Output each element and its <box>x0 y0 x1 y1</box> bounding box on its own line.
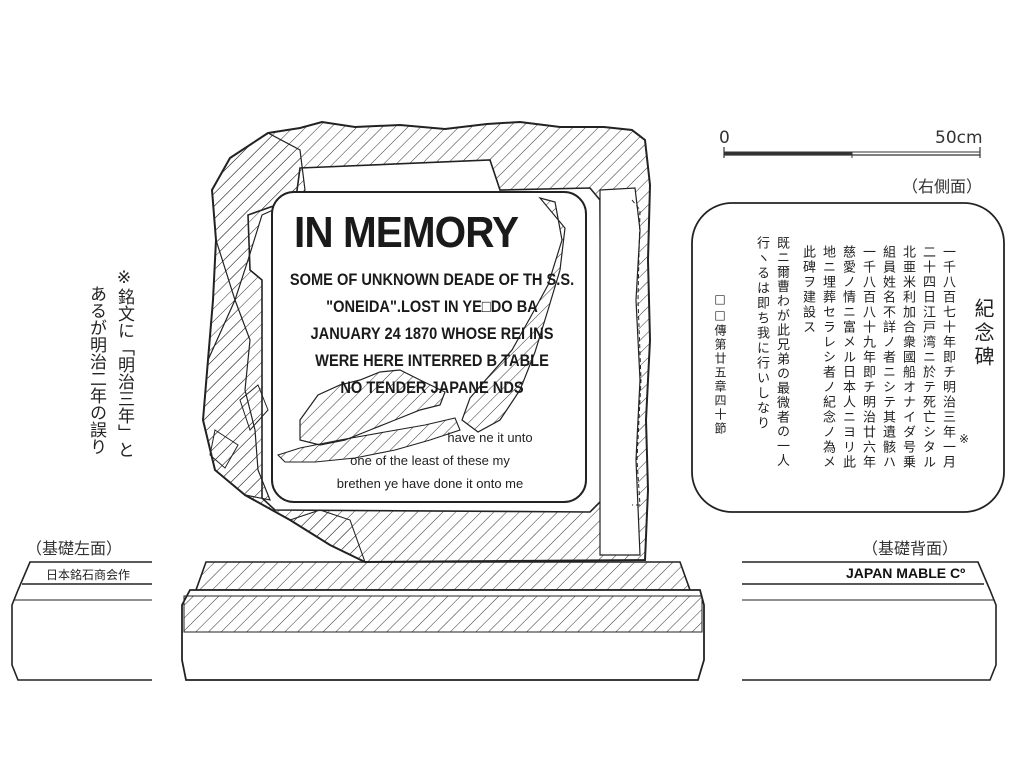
scale-end-label: 50cm <box>935 128 983 148</box>
plaque-line: SOME OF UNKNOWN DEADE OF TH S.S. <box>289 270 575 289</box>
right-face-column: 地ニ埋葬セラレシ者ノ紀念ノ為メ <box>820 245 835 470</box>
side-note-line: あるが明治二年の誤り <box>86 285 106 455</box>
plaque-line: NO TENDER JAPANE NDS <box>340 378 524 397</box>
right-face-heading: （右側面） <box>902 177 983 196</box>
right-face-column: 一千八百八十九年即チ明治廿六年 <box>860 245 875 470</box>
inscription-panel <box>271 191 587 503</box>
scale-start-label: 0 <box>719 128 730 148</box>
scale-bar <box>723 147 981 158</box>
right-face-column: □□傳第廿五章四十節 <box>713 292 727 436</box>
right-face-column: 既ニ爾曹わが此兄弟の最微者の一人 <box>774 236 789 468</box>
base-back-heading: （基礎背面） <box>862 539 959 558</box>
plaque-title: IN MEMORY <box>294 208 519 257</box>
plaque-line: JANUARY 24 1870 WHOSE REI INS <box>310 324 554 343</box>
plaque-verse: brethen ye have done it onto me <box>336 476 524 491</box>
plaque-line: "ONEIDA".LOST IN YE□DO BA <box>326 297 538 316</box>
right-face-note-mark: ※ <box>957 432 971 446</box>
base-back-inscription: JAPAN MABLE Cº <box>846 565 966 581</box>
base-back-face <box>742 561 997 681</box>
right-face-column: 一千八百七十年即チ明治三年一月 <box>940 245 955 470</box>
right-face-column: 組員姓名不詳ノ者ニシテ其遺骸ハ <box>880 245 895 470</box>
right-face-column: 北亜米利加合衆國船オナイダ号乗 <box>900 245 915 470</box>
right-face-panel <box>691 202 1005 513</box>
right-face-column: 此碑ヲ建設ス <box>800 245 815 335</box>
base-left-face <box>11 561 152 681</box>
plaque-verse: one of the least of these my <box>350 453 510 468</box>
base-left-heading: （基礎左面） <box>26 539 123 558</box>
plaque-verse: have ne it unto <box>447 430 533 445</box>
right-face-column: 二十四日江戸湾ニ於テ死亡シタル <box>920 245 935 470</box>
right-face-column: 行ヽるは即ち我に行いしなり <box>754 236 769 431</box>
side-note-line: ※銘文に「明治三年」と <box>114 268 134 458</box>
plaque-line: WERE HERE INTERRED B TABLE <box>315 351 549 370</box>
base-left-inscription: 日本銘石商会作 <box>46 568 131 582</box>
base-front <box>181 561 705 681</box>
right-face-title: 紀念碑 <box>971 298 995 370</box>
right-face-column: 慈愛ノ情ニ富メル日本人ニヨリ此 <box>840 245 855 470</box>
